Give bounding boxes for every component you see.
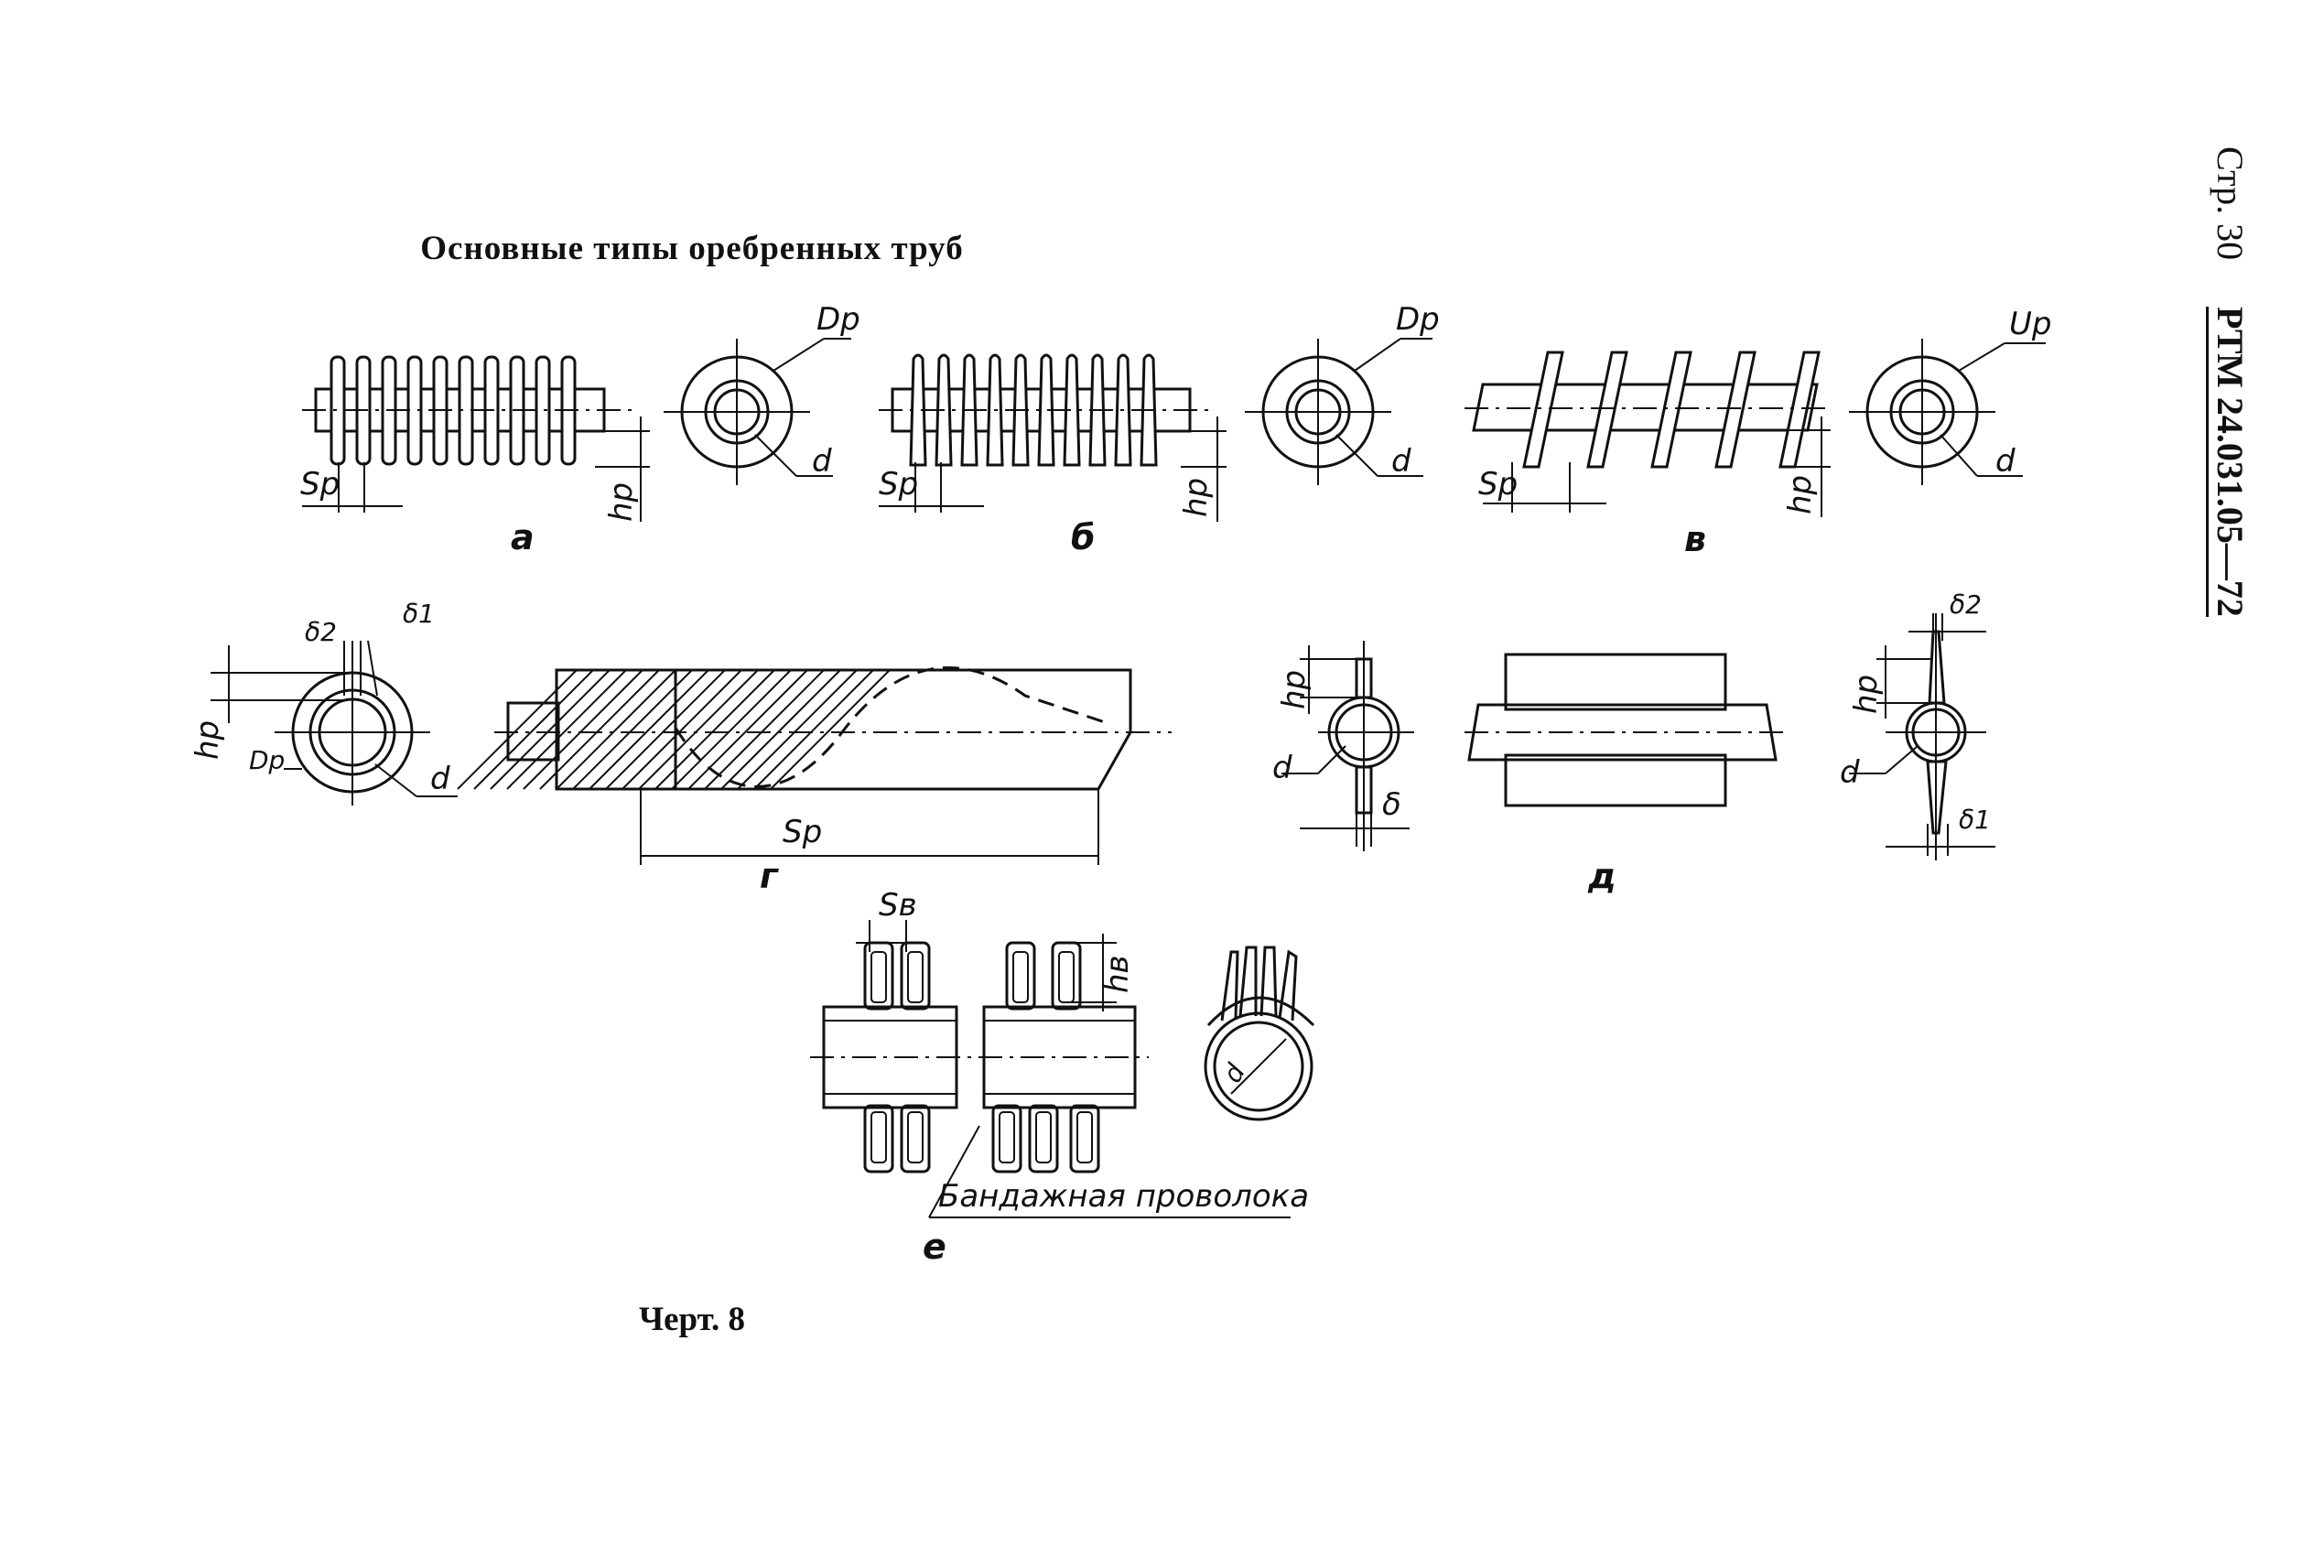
fin-v	[1650, 351, 1692, 469]
label-up-v: Up	[2009, 306, 2051, 342]
wire-loop	[991, 1104, 1022, 1173]
hatch-line	[687, 669, 808, 790]
fig-e-side-view	[810, 920, 1291, 1218]
label-delta2-g: δ2	[305, 617, 337, 647]
label-hv-e: hв	[1099, 955, 1136, 993]
fin-b	[909, 353, 927, 467]
label-hp-g: hp	[189, 720, 226, 760]
label-hp-v: hp	[1782, 475, 1819, 514]
hatch-line	[654, 669, 775, 790]
wire-loop-inner	[1035, 1111, 1052, 1163]
fig-letter-g: г	[760, 856, 779, 896]
hatch-line	[622, 669, 742, 790]
fig-d-section-left	[1281, 641, 1414, 851]
wire-loop-inner	[907, 951, 924, 1003]
hatch-line	[523, 669, 643, 790]
label-delta1-d: δ1	[1959, 805, 1991, 835]
fig-b-section	[1245, 338, 1432, 485]
label-dp-g: Dp	[249, 745, 285, 775]
hatch-line	[556, 669, 676, 790]
label-hp-b: hp	[1178, 478, 1215, 517]
fig-d-section-right	[1849, 613, 1995, 860]
fig-g-side-view	[457, 665, 1172, 865]
hatch-line	[572, 669, 693, 790]
label-d-b: d	[1391, 443, 1411, 480]
label-dp-a: Dp	[816, 301, 860, 338]
label-sp-g: Sp	[783, 814, 822, 850]
label-d-g: d	[430, 761, 450, 797]
hatch-line	[490, 669, 611, 790]
label-sp-a: Sp	[300, 466, 340, 503]
hatch-line	[704, 669, 825, 790]
hatch-line	[671, 669, 792, 790]
hatch-line	[737, 669, 858, 790]
fig-letter-d: д	[1587, 856, 1616, 896]
label-hp-d2: hp	[1848, 675, 1885, 714]
figure-title: Основные типы оребренных труб	[420, 230, 964, 267]
fig-letter-v: в	[1684, 519, 1706, 559]
fin-b	[1063, 353, 1081, 467]
fig-a-section	[664, 338, 851, 485]
label-d-e: d	[1216, 1058, 1251, 1087]
fin-v	[1714, 351, 1757, 469]
label-d-a: d	[812, 443, 832, 480]
wire-loop-inner	[870, 951, 887, 1003]
hatch-line	[473, 669, 594, 790]
wire-loop	[1069, 1104, 1100, 1173]
hatch-line	[539, 669, 660, 790]
wire-loop	[900, 1104, 931, 1173]
wire-loop	[863, 1104, 894, 1173]
label-dp-b: Dp	[1396, 301, 1440, 338]
fig-g-section	[211, 640, 458, 806]
label-d-d: d	[1272, 750, 1292, 786]
wire-loop-inner	[1076, 1111, 1093, 1163]
fig-d-side-view	[1465, 653, 1789, 807]
fig-e-section	[1204, 946, 1315, 1121]
label-hp-d: hp	[1276, 670, 1313, 709]
label-d-v: d	[1995, 443, 2016, 480]
fig-letter-b: б	[1071, 517, 1096, 557]
fin-v	[1586, 351, 1628, 469]
fig-v-section	[1849, 339, 2046, 485]
figure-caption: Черт. 8	[638, 1301, 746, 1338]
hatch-line	[457, 669, 578, 790]
fig-b-side-view	[879, 353, 1227, 522]
wire-loop-inner	[999, 1111, 1015, 1163]
fig-v-side-view	[1465, 351, 1831, 517]
label-wire-e: Бандажная проволока	[938, 1178, 1309, 1215]
fin-b	[1037, 353, 1055, 467]
wire-loop-inner	[907, 1111, 924, 1163]
label-hp-a: hp	[603, 482, 640, 522]
wire-loop	[1028, 1104, 1059, 1173]
hatch-line	[638, 669, 759, 790]
hatch-line	[753, 669, 874, 790]
wire-loop-inner	[1012, 951, 1029, 1003]
wire-loop-inner	[870, 1111, 887, 1163]
label-d-d2: d	[1840, 754, 1860, 791]
label-delta1-g: δ1	[403, 599, 435, 629]
fig-letter-e: е	[923, 1227, 946, 1267]
wire-loop-inner	[1058, 951, 1075, 1003]
wire-loop	[1005, 941, 1036, 1011]
label-sv-e: Sв	[879, 887, 917, 924]
hatch-line	[770, 669, 891, 790]
label-delta-d: δ	[1382, 786, 1401, 823]
hatch-line	[720, 669, 841, 790]
fin-v	[1522, 351, 1564, 469]
label-sp-v: Sp	[1478, 466, 1518, 503]
label-delta2-d: δ2	[1950, 589, 1982, 620]
hatch-line	[506, 669, 627, 790]
hatch-line	[589, 669, 709, 790]
fig-a-side-view	[302, 355, 650, 522]
wire-loop	[1051, 941, 1082, 1011]
hatch-line	[605, 669, 726, 790]
fig-letter-a: а	[511, 517, 535, 557]
label-sp-b: Sp	[879, 466, 918, 503]
